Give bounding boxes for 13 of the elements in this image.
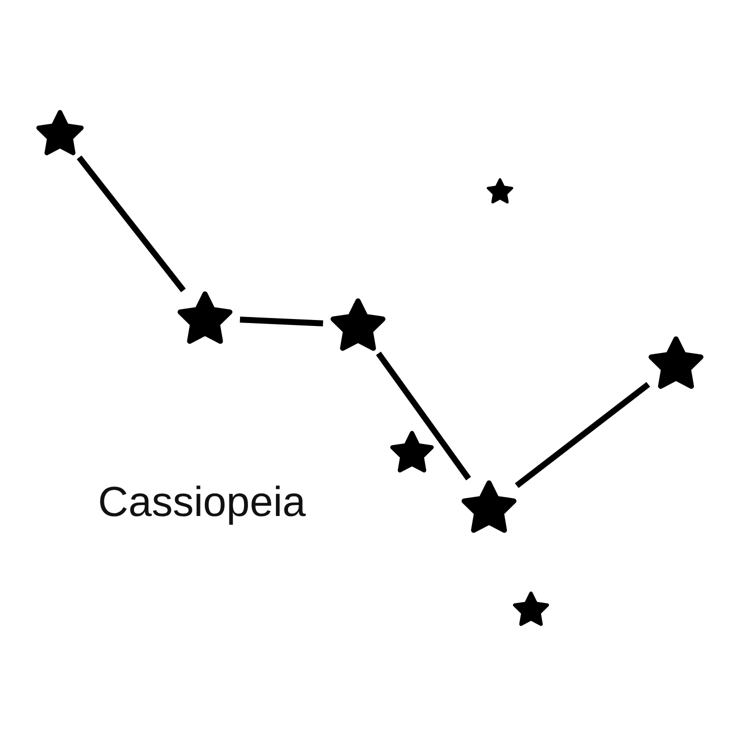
star-icon	[647, 334, 705, 392]
star-icon	[460, 478, 518, 536]
constellation-name: Cassiopeia	[98, 478, 306, 526]
star-icon	[486, 177, 514, 205]
star-icon	[389, 429, 435, 475]
star-icon	[35, 108, 85, 158]
star-icon	[176, 289, 234, 347]
constellation-line	[514, 382, 650, 488]
star-icon	[512, 590, 550, 628]
constellation-line	[376, 352, 471, 480]
star-icon	[329, 296, 387, 354]
constellation-line	[76, 156, 186, 292]
constellation-line	[240, 316, 324, 326]
